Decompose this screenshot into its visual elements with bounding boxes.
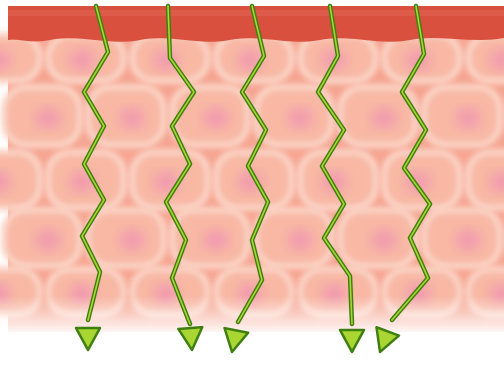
- arrow-head-icon: [225, 328, 249, 352]
- nucleus-icon: [36, 108, 60, 128]
- nucleus-icon: [120, 230, 144, 250]
- nucleus-icon: [70, 50, 94, 70]
- nucleus-icon: [456, 230, 480, 250]
- nucleus-icon: [204, 108, 228, 128]
- arrow-head-icon: [76, 328, 100, 350]
- nucleus-icon: [456, 108, 480, 128]
- nucleus-icon: [204, 230, 228, 250]
- nucleus-icon: [120, 108, 144, 128]
- nucleus-icon: [36, 230, 60, 250]
- nucleus-icon: [372, 230, 396, 250]
- arrow-head-icon: [178, 327, 202, 350]
- nucleus-icon: [288, 230, 312, 250]
- nucleus-icon: [372, 108, 396, 128]
- arrow-head-icon: [340, 330, 364, 352]
- nucleus-icon: [288, 108, 312, 128]
